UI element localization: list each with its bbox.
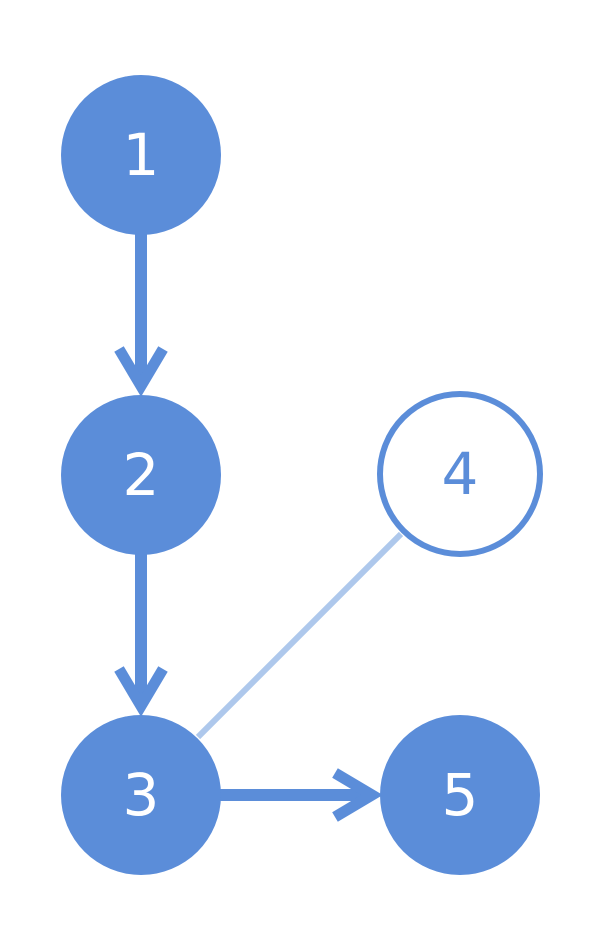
edge-1-2-arrowhead [114, 346, 168, 397]
edge-2-3-arrowhead [114, 666, 168, 717]
node-1-circle [61, 75, 221, 235]
node-2-circle [61, 395, 221, 555]
node-5-label: 5 [442, 761, 479, 829]
node-5-circle [380, 715, 540, 875]
edge-3-5 [220, 768, 383, 822]
node-3-label: 3 [123, 761, 160, 829]
node-3: 3 [61, 715, 221, 875]
node-1-label: 1 [123, 121, 160, 189]
node-2-label: 2 [123, 441, 160, 509]
node-4-label: 4 [442, 440, 479, 508]
node-4-circle [377, 391, 543, 557]
node-1: 1 [61, 75, 221, 235]
node-2: 2 [61, 395, 221, 555]
node-5: 5 [380, 715, 540, 875]
edge-2-3 [114, 553, 168, 717]
node-3-circle [61, 715, 221, 875]
node-4: 4 [377, 391, 543, 557]
edge-3-4 [195, 531, 404, 740]
edge-1-2 [114, 233, 168, 397]
edge-3-5-arrowhead [332, 768, 383, 822]
